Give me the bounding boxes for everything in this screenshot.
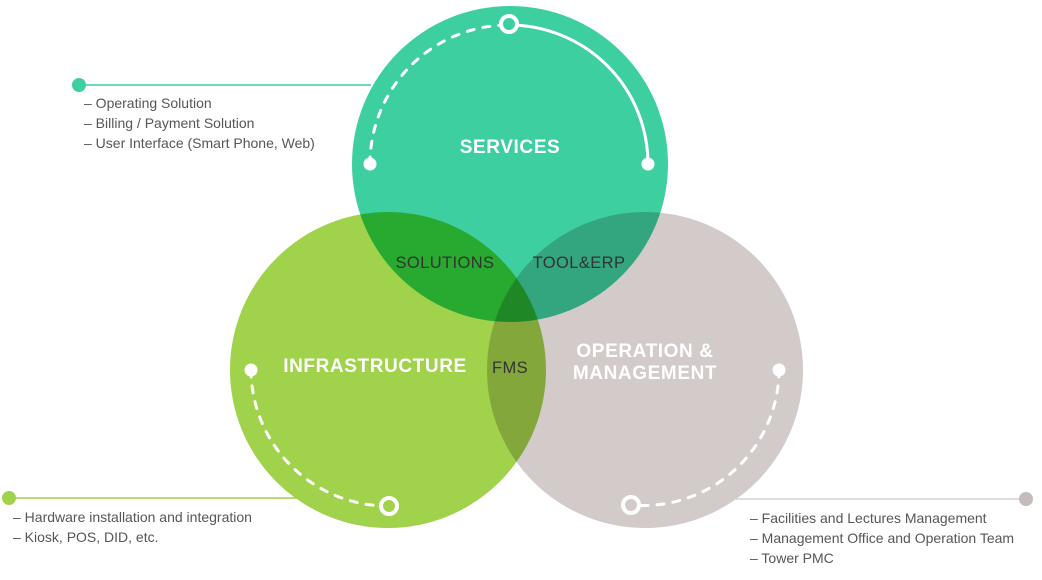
infrastructure-label: INFRASTRUCTURE [283, 356, 467, 377]
annotation-item: – Billing / Payment Solution [84, 115, 255, 131]
services-annotation-list: – Operating Solution – Billing / Payment… [84, 93, 315, 153]
annotation-item: – Tower PMC [750, 550, 834, 566]
annotation-item: – Kiosk, POS, DID, etc. [13, 529, 159, 545]
operation-callout-dot [1019, 492, 1033, 506]
tool-erp-overlap-label: TOOL&ERP [532, 254, 626, 272]
services-label: SERVICES [459, 137, 561, 158]
annotation-item: – Hardware installation and integration [13, 509, 252, 525]
services-callout-dot [72, 78, 86, 92]
operation-label-line1: OPERATION & [576, 341, 714, 362]
operation-annotation-list: – Facilities and Lectures Management – M… [750, 508, 1014, 568]
annotation-item: – Management Office and Operation Team [750, 530, 1015, 546]
solutions-overlap-label: SOLUTIONS [395, 254, 495, 272]
infrastructure-callout-dot [2, 491, 16, 505]
operation-label: OPERATION & MANAGEMENT [535, 341, 755, 385]
annotation-item: – Facilities and Lectures Management [750, 510, 987, 526]
operation-label-line2: MANAGEMENT [572, 363, 718, 384]
annotation-item: – User Interface (Smart Phone, Web) [84, 135, 315, 151]
infrastructure-annotation-list: – Hardware installation and integration … [13, 507, 252, 547]
fms-overlap-label: FMS [491, 359, 529, 377]
annotation-item: – Operating Solution [84, 95, 212, 111]
